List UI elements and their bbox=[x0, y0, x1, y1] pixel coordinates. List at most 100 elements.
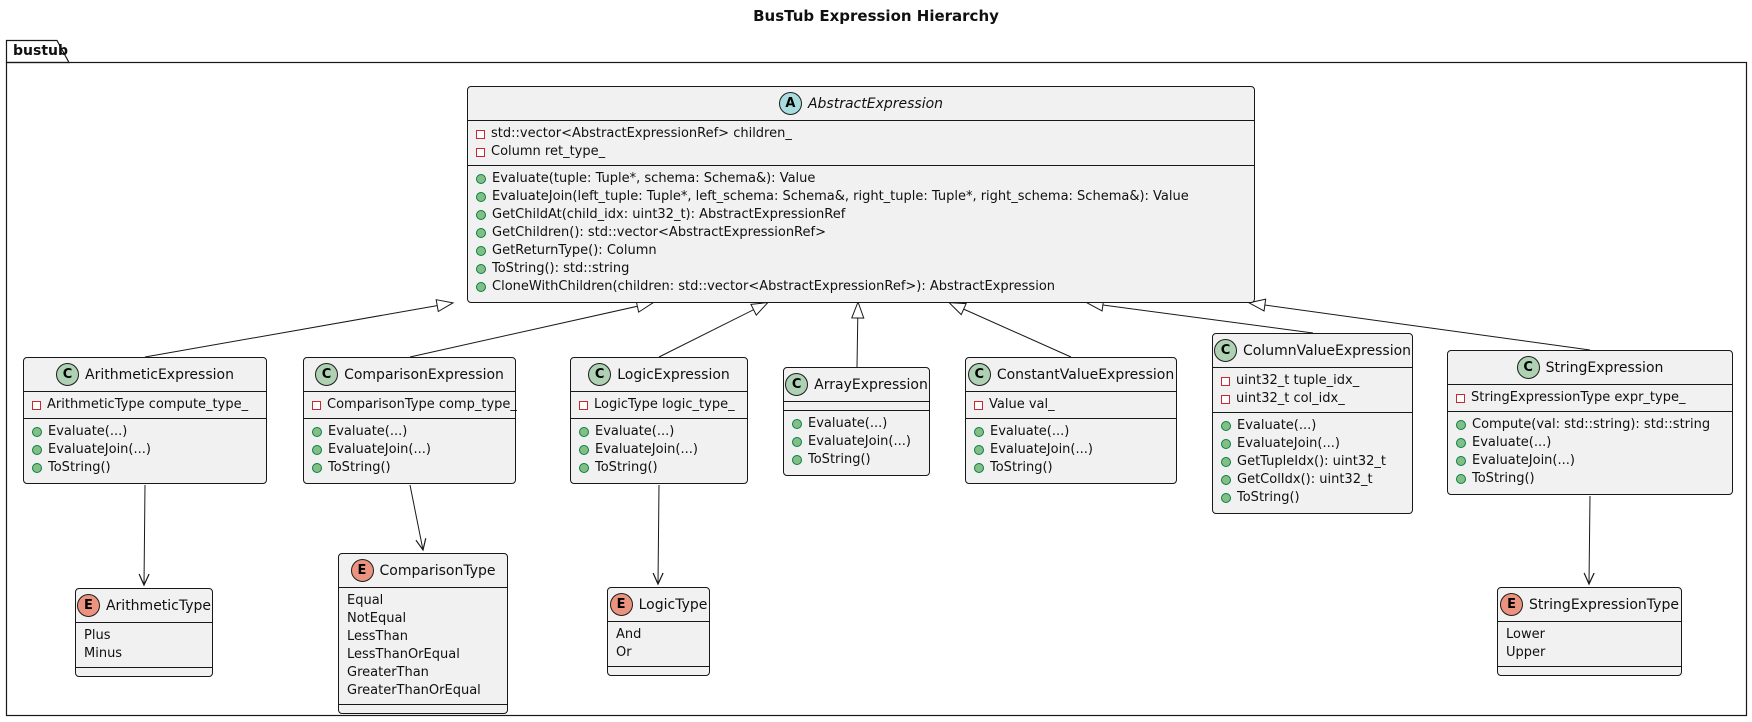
empty-compartment bbox=[76, 668, 212, 676]
diagram-title: BusTub Expression Hierarchy bbox=[753, 7, 999, 25]
public-method-icon bbox=[974, 463, 984, 473]
method-row: Evaluate(...) bbox=[792, 415, 921, 433]
public-method-icon bbox=[476, 282, 486, 292]
entity-name: ComparisonExpression bbox=[344, 366, 504, 383]
member-text: ToString() bbox=[808, 452, 871, 467]
member-text: GetChildren(): std::vector<AbstractExpre… bbox=[492, 225, 826, 240]
fields-section: ArithmeticType compute_type_ bbox=[24, 392, 266, 419]
public-method-icon bbox=[1221, 439, 1231, 449]
association-arrow-LogicExpression-LogicType bbox=[652, 484, 664, 586]
class-spot-icon: C bbox=[967, 363, 991, 386]
method-row: Compute(val: std::string): std::string bbox=[1456, 416, 1724, 434]
abstract-spot-icon: A bbox=[778, 92, 802, 115]
enum-spot-icon: E bbox=[1500, 593, 1524, 616]
association-arrow-StringExpression-StringExpressionType bbox=[1583, 495, 1595, 586]
method-row: Evaluate(...) bbox=[579, 423, 739, 441]
member-text: ToString() bbox=[990, 460, 1053, 475]
enum-value: Lower bbox=[1506, 627, 1545, 642]
fields-section: Value val_ bbox=[966, 392, 1176, 419]
inheritance-arrow-ConstantValueExpression bbox=[950, 303, 1072, 358]
private-field-icon bbox=[974, 400, 983, 410]
method-row: Evaluate(...) bbox=[312, 423, 507, 441]
public-method-icon bbox=[476, 228, 486, 238]
public-method-icon bbox=[974, 445, 984, 455]
entity-name: ColumnValueExpression bbox=[1242, 342, 1412, 359]
member-text: uint32_t tuple_idx_ bbox=[1236, 373, 1360, 388]
entity-name: ArithmeticType bbox=[105, 597, 212, 614]
member-text: ArithmeticType compute_type_ bbox=[47, 397, 249, 412]
inheritance-arrow-ColumnValueExpression bbox=[1088, 303, 1314, 334]
member-text: GetReturnType(): Column bbox=[492, 243, 657, 258]
field-row: uint32_t col_idx_ bbox=[1221, 390, 1404, 408]
private-field-icon bbox=[32, 400, 41, 410]
field-row: ComparisonType comp_type_ bbox=[312, 396, 517, 414]
field-row: ArithmeticType compute_type_ bbox=[32, 396, 258, 414]
public-method-icon bbox=[32, 445, 42, 455]
entity-name: ComparisonType bbox=[379, 562, 496, 579]
enum-value: NotEqual bbox=[347, 611, 407, 626]
public-method-icon bbox=[1456, 420, 1466, 430]
method-row: GetReturnType(): Column bbox=[476, 242, 1246, 260]
methods-section: Evaluate(...) EvaluateJoin(...)ToString() bbox=[784, 411, 929, 475]
method-row: GetTupleIdx(): uint32_t bbox=[1221, 453, 1404, 471]
public-method-icon bbox=[792, 419, 802, 429]
member-text: std::vector<AbstractExpressionRef> child… bbox=[491, 126, 792, 141]
entity-name: StringExpressionType bbox=[1529, 596, 1679, 613]
member-text: GetTupleIdx(): uint32_t bbox=[1237, 454, 1386, 469]
entity-name: LogicType bbox=[638, 596, 708, 613]
field-row: Value val_ bbox=[974, 396, 1168, 414]
public-method-icon bbox=[792, 455, 802, 465]
method-row: ToString(): std::string bbox=[476, 260, 1246, 278]
private-field-icon bbox=[1221, 394, 1230, 404]
member-text: Evaluate(...) bbox=[990, 424, 1070, 439]
field-row: std::vector<AbstractExpressionRef> child… bbox=[476, 125, 1246, 143]
method-row: EvaluateJoin(...) bbox=[974, 441, 1168, 459]
member-text: EvaluateJoin(...) bbox=[328, 442, 431, 457]
method-row: EvaluateJoin(left_tuple: Tuple*, left_sc… bbox=[476, 188, 1246, 206]
method-row: GetColIdx(): uint32_t bbox=[1221, 471, 1404, 489]
member-text: ToString() bbox=[48, 460, 111, 475]
member-text: Evaluate(tuple: Tuple*, schema: Schema&)… bbox=[492, 171, 816, 186]
inheritance-arrow-ComparisonExpression bbox=[409, 303, 652, 358]
entity-name: StringExpression bbox=[1545, 359, 1664, 376]
method-row: ToString() bbox=[32, 459, 258, 477]
method-row: CloneWithChildren(children: std::vector<… bbox=[476, 278, 1246, 296]
enum-spot-icon: E bbox=[609, 593, 633, 616]
public-method-icon bbox=[32, 427, 42, 437]
public-method-icon bbox=[974, 427, 984, 437]
member-text: StringExpressionType expr_type_ bbox=[1471, 390, 1686, 405]
fields-section bbox=[784, 402, 929, 411]
public-method-icon bbox=[312, 463, 322, 473]
member-text: Evaluate(...) bbox=[1237, 418, 1317, 433]
class-spot-icon: C bbox=[315, 363, 339, 386]
member-text: Value val_ bbox=[989, 397, 1055, 412]
public-method-icon bbox=[32, 463, 42, 473]
package-name: bustub bbox=[13, 43, 69, 59]
public-method-icon bbox=[476, 246, 486, 256]
member-text: Evaluate(...) bbox=[808, 416, 888, 431]
public-method-icon bbox=[1456, 474, 1466, 484]
method-row: EvaluateJoin(...) bbox=[792, 433, 921, 451]
fields-section: ComparisonType comp_type_ bbox=[304, 392, 517, 419]
member-text: EvaluateJoin(...) bbox=[48, 442, 151, 457]
method-row: ToString() bbox=[974, 459, 1168, 477]
fields-section: LogicType logic_type_ bbox=[571, 392, 747, 419]
class-spot-icon: C bbox=[1516, 356, 1540, 379]
private-field-icon bbox=[1221, 376, 1230, 386]
method-row: EvaluateJoin(...) bbox=[1456, 452, 1724, 470]
entity-name: AbstractExpression bbox=[807, 95, 944, 112]
enum-value: Equal bbox=[347, 593, 384, 608]
enum-value: GreaterThan bbox=[347, 665, 429, 680]
class-spot-icon: C bbox=[785, 373, 809, 396]
